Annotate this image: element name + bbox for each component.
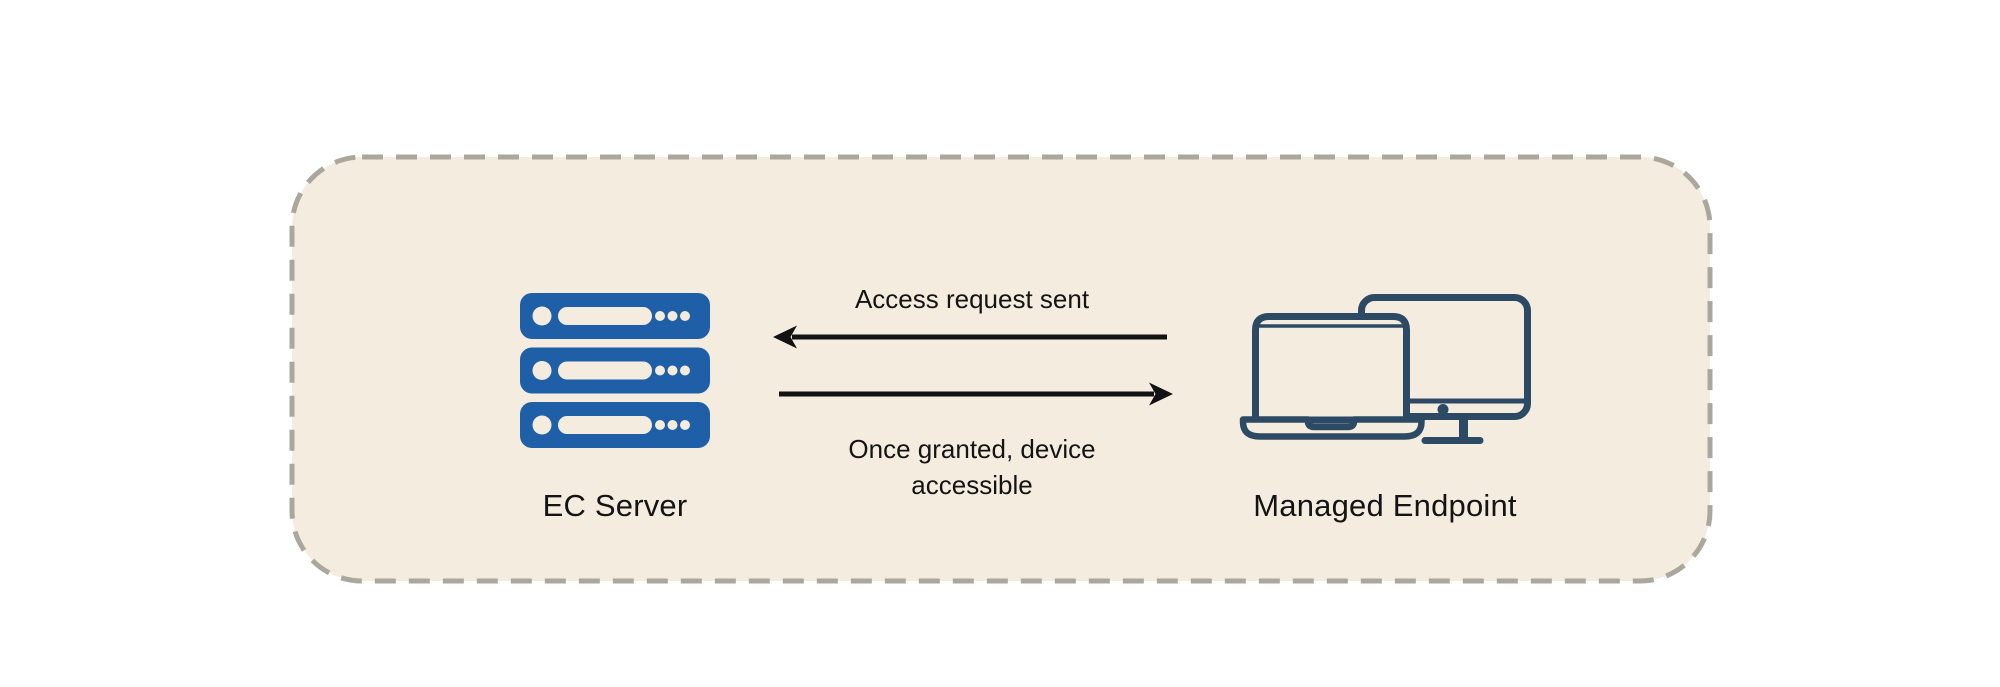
server-stack-icon — [520, 293, 710, 448]
monitor-camera-dot — [1437, 404, 1449, 415]
node-label-ec-server: EC Server — [542, 488, 688, 523]
dashed-panel — [289, 154, 1713, 584]
server-unit-details — [532, 306, 690, 435]
dashed-panel-border — [289, 154, 1713, 584]
laptop-and-monitor-icon — [1239, 294, 1531, 444]
arrow-left-head — [773, 325, 797, 349]
arrow-right — [779, 382, 1173, 406]
arrow-right-head — [1149, 382, 1173, 406]
monitor-stand-stem — [1459, 417, 1468, 438]
flow-arrows — [773, 325, 1173, 406]
arrow-left — [773, 325, 1167, 349]
flow-label-access-request: Access request sent — [854, 284, 1090, 314]
flow-label-access-granted: Once granted, device accessible — [848, 434, 1096, 500]
devices-solid-parts — [1437, 404, 1468, 438]
laptop-base — [1239, 416, 1425, 440]
laptop-screen-outline — [1252, 313, 1410, 424]
node-label-managed-endpoint: Managed Endpoint — [1253, 488, 1517, 523]
devices-outlines — [1239, 294, 1531, 444]
